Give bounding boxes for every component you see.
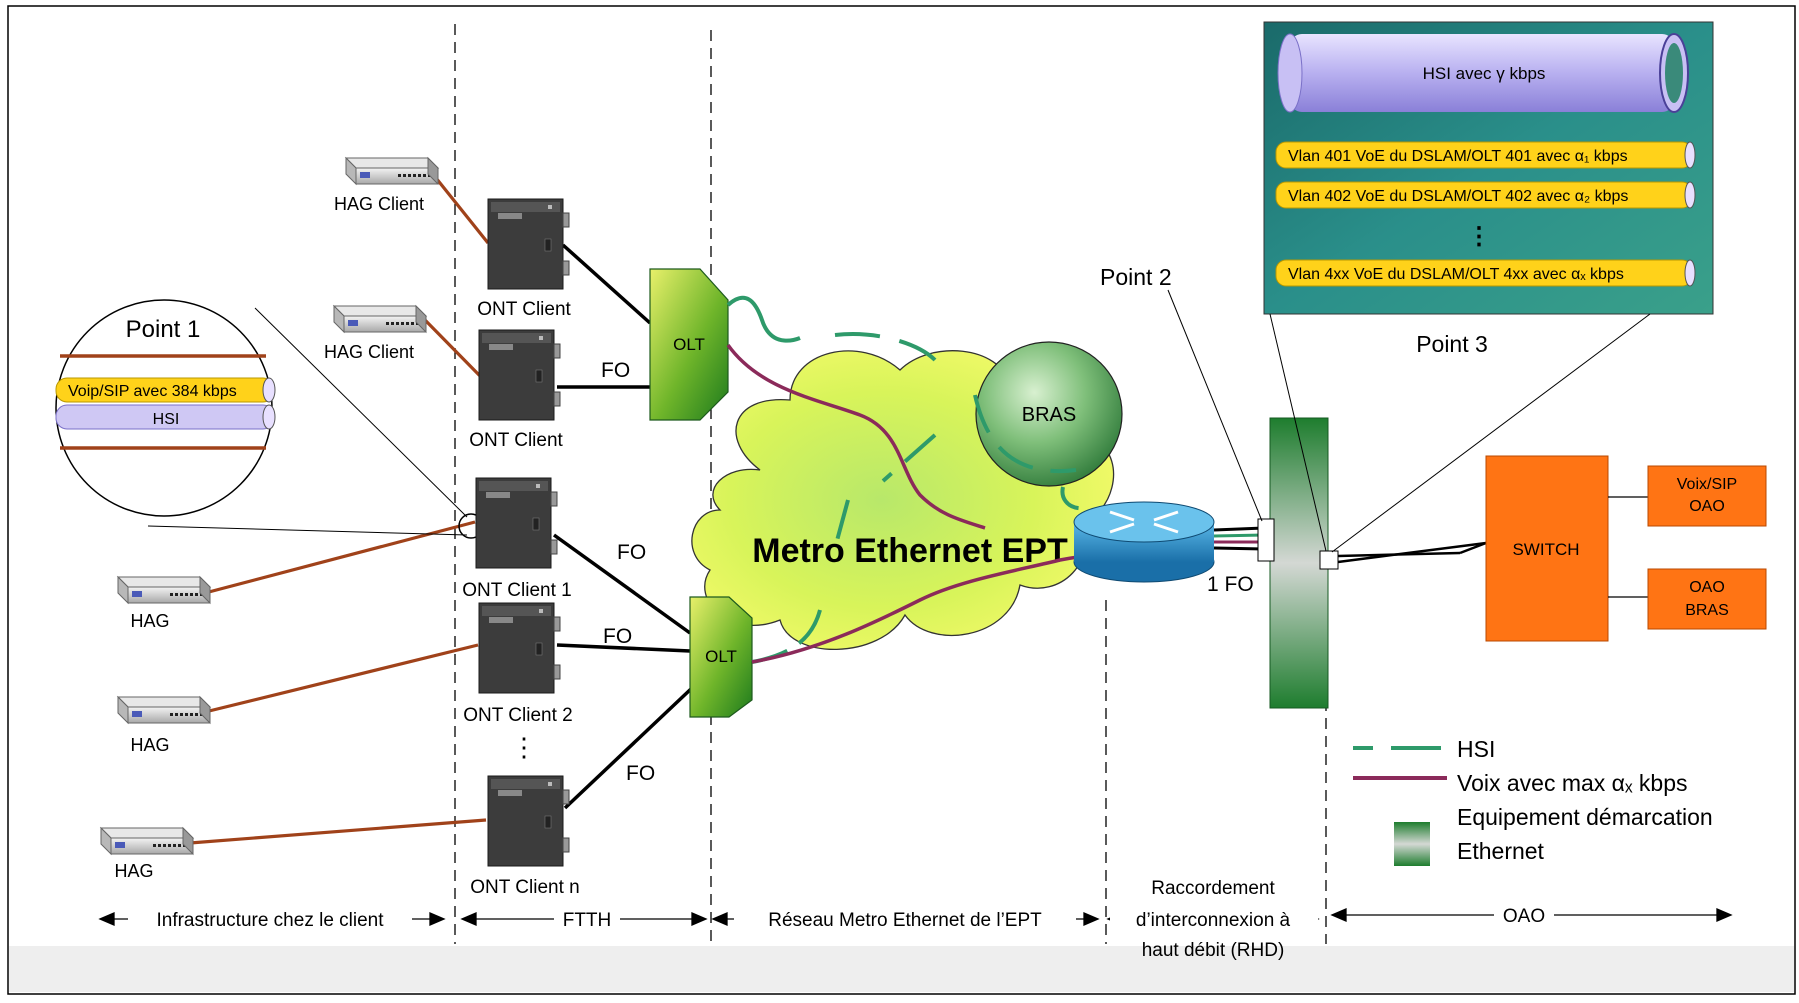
zone-metro-label: Réseau Metro Ethernet de l’EPT [768,910,1042,931]
link-hag-client2-ont [423,318,484,380]
olt-bottom-label: OLT [705,647,737,666]
point1-circle: Point 1 Voip/SIP avec 384 kbps HSI [55,299,276,517]
ont-olt-links [552,243,694,810]
zone-infra-label: Infrastructure chez le client [156,910,384,931]
ont-client-device-a [487,198,570,290]
hag-client-label-1: HAG Client [334,194,424,214]
router-demarc-links [1213,526,1265,551]
demarcation-equipment [1269,417,1329,709]
fo-link-1 [552,533,692,635]
one-fo-label: 1 FO [1207,573,1254,596]
hag-client-device-1 [344,156,440,186]
legend-equip-label-1: Equipement démarcation [1457,804,1713,830]
fo-labels: FO FO FO FO 1 FO [601,359,1254,785]
legend-voix-label: Voix avec max αₓ kbps [1457,770,1688,796]
hag-label-3: HAG [114,861,153,881]
fo-link-top-a [561,243,652,325]
point2-title: Point 2 [1100,264,1172,290]
hag-device-1 [116,575,212,605]
device-labels: HAG Client HAG Client HAG HAG HAG ONT Cl… [114,194,579,898]
demarc-port-left [1257,518,1275,562]
hag-client-label-2: HAG Client [324,342,414,362]
legend-hsi-label: HSI [1457,736,1495,762]
voix-sip-oao-node: Voix/SIP OAO [1647,465,1767,527]
ont-ellipsis: ⋮ [511,732,537,762]
hsi-paths [726,295,1086,664]
cloud-label: Metro Ethernet EPT [752,532,1068,570]
olt-bottom: OLT [689,596,753,718]
vlan-ellipsis: ⋮ [1467,223,1491,250]
ont-client-label-n: ONT Client n [470,877,579,898]
ont-client-device-n [487,775,570,867]
fo-label-1: FO [617,541,646,564]
link-hag-client1-ont [430,172,490,244]
fo-link-2 [556,643,691,653]
fo-label-2: FO [603,625,632,648]
ont-client-label-1: ONT Client 1 [462,580,571,601]
footer-band [9,946,1794,992]
hag-device-2 [116,695,212,725]
vlan-pipe-1: Vlan 401 VoE du DSLAM/OLT 401 avec α₁ kb… [1275,141,1696,169]
point3-box: HSI avec γ kbps Vlan 401 VoE du DSLAM/OL… [1263,21,1714,315]
hag-device-3 [99,826,195,856]
point1-callout [147,307,484,539]
point1-title: Point 1 [126,316,201,343]
hsi-big-pipe: HSI avec γ kbps [1277,33,1689,113]
zone-rhd-label-3: haut débit (RHD) [1142,940,1285,961]
fo-label-top: FO [601,359,630,382]
oao-bras-label-2: BRAS [1685,602,1729,619]
legend-equip-label-2: Ethernet [1457,838,1545,864]
fo-label-n: FO [626,762,655,785]
olt-top: OLT [649,268,729,421]
hag-label-1: HAG [130,611,169,631]
zone-rhd-label-1: Raccordement [1151,878,1275,899]
hag-label-2: HAG [130,735,169,755]
bras-node: BRAS [975,341,1123,487]
point1-voip-label: Voip/SIP avec 384 kbps [68,383,237,400]
switch-node: SWITCH [1485,455,1609,642]
fo-link-n [563,686,694,810]
zone-rhd-label-2: d’interconnexion à [1136,910,1291,931]
link-hag3-ontn [189,818,487,845]
legend: HSI Voix avec max αₓ kbps Equipement dém… [1353,736,1713,866]
olt-top-label: OLT [673,335,705,354]
ont-client-label-a: ONT Client [477,299,571,320]
point-callouts [1167,289,1651,553]
link-hag2-ont2 [204,643,479,714]
voix-sip-oao-label-1: Voix/SIP [1677,476,1737,493]
ont-client-device-2 [478,602,561,694]
zone-separators [454,24,1327,944]
zone-labels: Infrastructure chez le client FTTH Résea… [128,878,1554,961]
vlan-pipe-2: Vlan 402 VoE du DSLAM/OLT 402 avec α₂ kb… [1275,181,1696,209]
switch-label: SWITCH [1512,540,1579,559]
oao-bras-label-1: OAO [1689,579,1725,596]
point3-title: Point 3 [1416,331,1488,357]
ont-client-label-2: ONT Client 2 [463,705,572,726]
ont-client-device-1 [475,477,558,569]
vlan-label-402: Vlan 402 VoE du DSLAM/OLT 402 avec α₂ kb… [1288,188,1628,205]
zone-oao-label: OAO [1503,906,1545,927]
oao-bras-node: OAO BRAS [1647,568,1767,630]
vlan-label-4xx: Vlan 4xx VoE du DSLAM/OLT 4xx avec αₓ kb… [1288,266,1624,283]
demarc-port-right [1319,550,1339,570]
voix-sip-oao-label-2: OAO [1689,498,1725,515]
vlan-pipe-x: Vlan 4xx VoE du DSLAM/OLT 4xx avec αₓ kb… [1275,259,1696,287]
zone-ftth-label: FTTH [563,910,612,931]
ont-client-label-b: ONT Client [469,430,563,451]
hag-device-templates [99,156,440,856]
point3-hsi-label: HSI avec γ kbps [1423,64,1546,83]
legend-equip-swatch [1394,822,1430,866]
ont-devices [475,198,570,867]
demarc-switch-link [1337,541,1487,564]
router [1073,501,1215,583]
bras-label: BRAS [1022,404,1076,426]
point1-hsi-label: HSI [153,411,180,428]
vlan-label-401: Vlan 401 VoE du DSLAM/OLT 401 avec α₁ kb… [1288,148,1628,165]
ont-client-device-b [478,329,561,421]
hag-client-device-2 [332,304,428,334]
